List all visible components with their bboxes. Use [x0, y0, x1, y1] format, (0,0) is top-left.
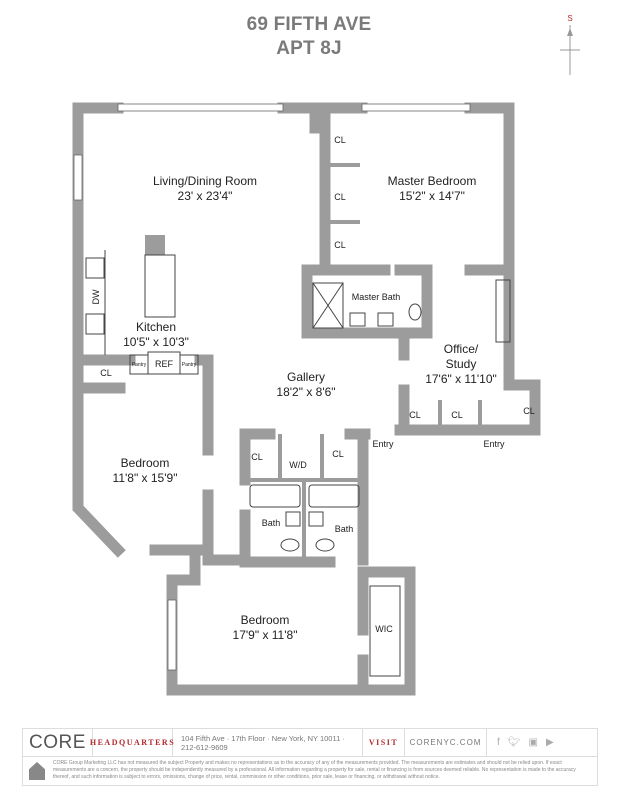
visit-label: VISIT: [363, 729, 405, 756]
closet-label: CL: [451, 410, 463, 420]
pantry-label: Pantry: [182, 362, 197, 368]
room-name-living: Living/Dining Room: [153, 174, 257, 188]
floor-plan: S: [72, 14, 580, 696]
twitter-icon[interactable]: 🐦︎: [507, 737, 521, 748]
room-name-master: Master Bedroom: [388, 174, 477, 188]
closet-label: CL: [334, 240, 346, 250]
bath-label: Bath: [262, 518, 281, 528]
toilet-icon: [280, 538, 300, 552]
room-name-master-bath: Master Bath: [352, 292, 401, 302]
office-address: 104 Fifth Ave · 17th Floor · New York, N…: [173, 729, 363, 756]
room-name-kitchen: Kitchen: [136, 320, 176, 334]
walls: [72, 102, 541, 696]
closet-label: CL: [332, 449, 344, 459]
compass: S: [560, 14, 580, 75]
room-labels: Living/Dining Room 23' x 23'4" Master Be…: [91, 135, 535, 642]
window: [117, 103, 284, 112]
sink-icon: [285, 511, 301, 527]
sink-icon: [349, 312, 366, 327]
disclaimer-text: CORE Group Marketing LLC has not measure…: [53, 760, 576, 780]
closet-label: CL: [334, 135, 346, 145]
listing-address: 69 FIFTH AVE: [246, 14, 372, 35]
pantry-label: Pantry: [132, 362, 147, 368]
room-dims-master: 15'2" x 14'7": [399, 189, 465, 203]
room-name-study: Study: [446, 357, 477, 371]
dishwasher-label: DW: [91, 289, 101, 304]
sink-icon: [377, 312, 394, 327]
window: [167, 599, 177, 671]
bathtub-icon: [308, 484, 360, 508]
entry-label: Entry: [372, 439, 394, 449]
website-link[interactable]: CORENYC.COM: [405, 729, 487, 756]
core-logo: CORE: [23, 729, 93, 756]
room-dims-bedroom-2: 17'9" x 11'8": [233, 628, 298, 642]
wic-label: WIC: [375, 624, 393, 634]
entry-label: Entry: [483, 439, 505, 449]
shower-icon: [312, 282, 344, 329]
closet-label: CL: [409, 410, 421, 420]
room-dims-living: 23' x 23'4": [178, 189, 233, 203]
window: [73, 154, 83, 201]
room-name-gallery: Gallery: [287, 370, 325, 384]
closet-label: CL: [334, 192, 346, 202]
sink-icon: [308, 511, 324, 527]
social-links: f 🐦︎ ▣ ▶: [487, 737, 564, 748]
closet-label: CL: [100, 368, 112, 378]
window: [361, 103, 471, 112]
closet-label: CL: [251, 452, 263, 462]
youtube-icon[interactable]: ▶: [545, 737, 554, 748]
bathtub-icon: [249, 484, 301, 508]
bath-label: Bath: [335, 524, 354, 534]
headquarters-label: HEADQUARTERS: [90, 729, 174, 756]
footer: CORE HEADQUARTERS 104 Fifth Ave · 17th F…: [22, 728, 598, 786]
room-name-office: Office/: [444, 342, 479, 356]
room-name-bedroom-2: Bedroom: [241, 613, 290, 627]
washer-dryer-label: W/D: [289, 460, 307, 470]
kitchen-island-column: [145, 235, 165, 255]
instagram-icon[interactable]: ▣: [528, 737, 538, 748]
room-name-bedroom-1: Bedroom: [121, 456, 170, 470]
logo-text: CORE: [29, 731, 86, 753]
compass-direction: S: [567, 14, 572, 23]
fixtures: [73, 103, 511, 677]
sink-icon: [85, 257, 105, 279]
room-dims-bedroom-1: 11'8" x 15'9": [113, 471, 178, 485]
toilet-icon: [315, 538, 335, 552]
room-dims-office: 17'6" x 11'10": [425, 372, 497, 386]
refrigerator-label: REF: [155, 359, 174, 369]
equal-housing-icon: [29, 762, 45, 780]
kitchen-island: [144, 254, 176, 318]
facebook-icon[interactable]: f: [497, 737, 500, 748]
toilet-icon: [408, 303, 422, 321]
room-dims-kitchen: 10'5" x 10'3": [123, 335, 189, 349]
compass-arrow-icon: [567, 28, 573, 36]
stove-icon: [85, 313, 105, 335]
closet-label: CL: [523, 406, 535, 416]
listing-unit: APT 8J: [276, 38, 342, 59]
room-dims-gallery: 18'2" x 8'6": [276, 385, 335, 399]
